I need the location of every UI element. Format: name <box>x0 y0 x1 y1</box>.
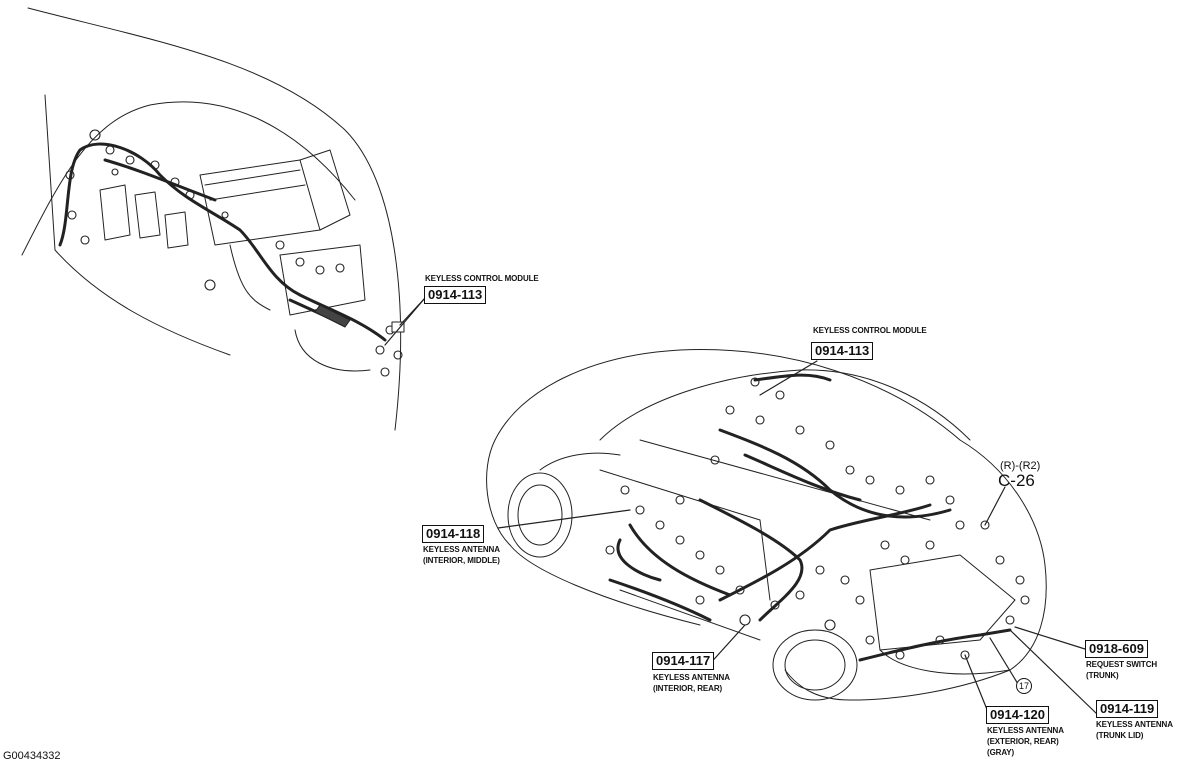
callout-label-keyless-antenna-exterior-rear-2: (EXTERIOR, REAR) <box>987 737 1059 746</box>
callout-label-keyless-control-module-dashboard: KEYLESS CONTROL MODULE <box>425 274 539 283</box>
callout-code-keyless-control-module-dashboard: 0914-113 <box>424 286 487 304</box>
callout-code-keyless-antenna-interior-middle: 0914-118 <box>422 525 485 543</box>
callout-label-request-switch-trunk-1: REQUEST SWITCH <box>1086 660 1158 669</box>
car-connectors <box>605 377 1030 660</box>
figure-id: G00434332 <box>3 750 61 762</box>
callout-label-keyless-antenna-interior-middle-2: (INTERIOR, MIDDLE) <box>423 556 500 565</box>
callout-label-request-switch-trunk-2: (TRUNK) <box>1086 671 1119 680</box>
callout-code-request-switch-trunk: 0918-609 <box>1085 640 1148 658</box>
dashboard-view <box>21 7 402 431</box>
dashboard-harness <box>58 142 387 342</box>
callout-label-keyless-antenna-interior-rear-2: (INTERIOR, REAR) <box>653 684 723 693</box>
callout-label-keyless-antenna-exterior-rear-1: KEYLESS ANTENNA <box>987 726 1064 735</box>
callout-code-keyless-antenna-exterior-rear: 0914-120 <box>986 706 1049 724</box>
callout-label-keyless-antenna-interior-middle-1: KEYLESS ANTENNA <box>423 545 500 554</box>
car-harness <box>608 373 1012 662</box>
car-body <box>486 349 1047 701</box>
callout-label-keyless-control-module-car: KEYLESS CONTROL MODULE <box>813 326 927 335</box>
connector-range-label: (R)-(R2) <box>1000 460 1041 472</box>
callout-label-keyless-antenna-interior-rear-1: KEYLESS ANTENNA <box>653 673 730 682</box>
dashboard-connectors <box>65 129 403 377</box>
circled-reference-number: 17 <box>1016 678 1032 694</box>
callout-code-keyless-control-module-car: 0914-113 <box>811 342 874 360</box>
callout-code-keyless-antenna-trunk-lid: 0914-119 <box>1096 700 1159 718</box>
callout-label-keyless-antenna-exterior-rear-3: (GRAY) <box>987 748 1015 757</box>
callout-label-keyless-antenna-trunk-lid-2: (TRUNK LID) <box>1096 731 1144 740</box>
leader-lines <box>384 297 1099 716</box>
callout-code-keyless-antenna-interior-rear: 0914-117 <box>652 652 715 670</box>
callout-label-keyless-antenna-trunk-lid-1: KEYLESS ANTENNA <box>1096 720 1173 729</box>
connector-id-label: C-26 <box>998 471 1035 490</box>
